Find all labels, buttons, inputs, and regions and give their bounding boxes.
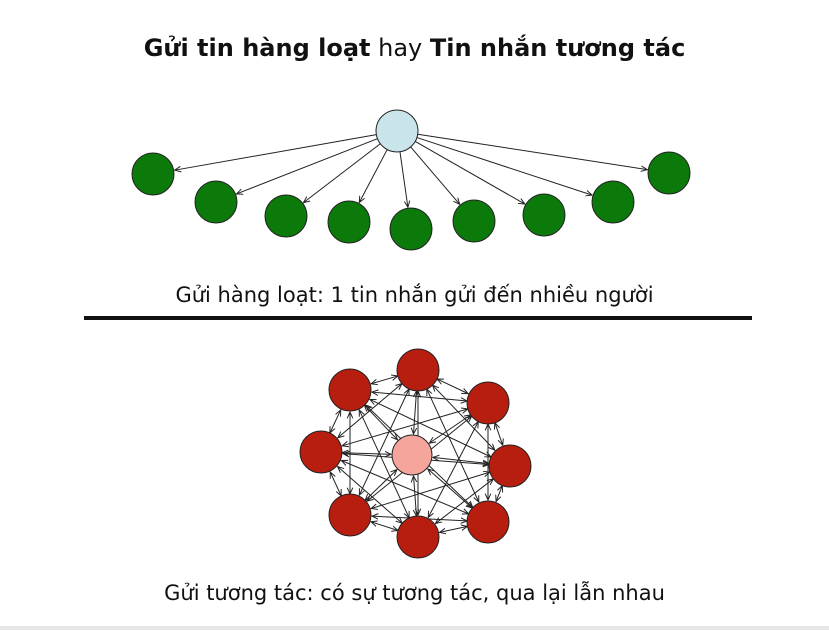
bottom-edge [0, 626, 829, 630]
broadcast-arrow [303, 143, 381, 203]
recipient-node [264, 194, 308, 238]
interaction-arrow [413, 391, 416, 434]
interaction-arrow [364, 405, 397, 440]
interaction-arrow [371, 522, 398, 531]
broadcast-edges [175, 133, 648, 207]
participant-node [396, 515, 440, 559]
broadcast-arrow [416, 137, 592, 196]
recipient-node [591, 180, 635, 224]
broadcast-arrow [410, 146, 460, 204]
interactive-edges [330, 376, 503, 532]
center-node [391, 434, 433, 476]
participant-node [396, 348, 440, 392]
broadcast-arrow [359, 149, 388, 203]
interaction-arrow [330, 472, 341, 496]
page-title: Gửi tin hàng loạt hay Tin nhắn tương tác [0, 30, 829, 66]
interaction-arrow [371, 376, 398, 384]
participant-node [328, 368, 372, 412]
recipient-node [647, 151, 691, 195]
interaction-arrow [428, 469, 472, 508]
participant-node [466, 500, 510, 544]
broadcast-caption: Gửi hàng loạt: 1 tin nhắn gửi đến nhiều … [175, 283, 654, 307]
recipient-node [131, 152, 175, 196]
interaction-arrow [365, 470, 397, 501]
title-interactive: Tin nhắn tương tác [429, 34, 686, 62]
broadcast-arrow [236, 138, 378, 194]
broadcast-nodes [131, 109, 691, 251]
interactive-caption: Gửi tương tác: có sự tương tác, qua lại … [164, 581, 665, 605]
sender-node [375, 109, 419, 153]
recipient-node [522, 193, 566, 237]
interaction-arrow [437, 379, 468, 394]
recipient-node [327, 200, 371, 244]
interaction-arrow [440, 526, 468, 532]
broadcast-arrow [417, 133, 648, 169]
interactive-nodes [299, 348, 532, 559]
participant-node [466, 381, 510, 425]
recipient-node [194, 180, 238, 224]
recipient-node [452, 199, 496, 243]
title-connector: hay [378, 34, 423, 62]
interaction-arrow [342, 453, 391, 455]
participant-node [488, 444, 532, 488]
title-broadcast: Gửi tin hàng loạt [143, 34, 371, 62]
interaction-arrow [428, 422, 478, 518]
broadcast-arrow [399, 151, 408, 207]
recipient-node [389, 207, 433, 251]
interaction-arrow [496, 486, 502, 502]
participant-node [299, 430, 343, 474]
broadcast-arrow [414, 140, 525, 204]
interaction-arrow [495, 423, 503, 445]
interaction-arrow [330, 410, 341, 433]
interaction-arrow [414, 476, 417, 516]
participant-node [328, 493, 372, 537]
section-divider [84, 316, 752, 320]
broadcast-arrow [175, 134, 377, 171]
